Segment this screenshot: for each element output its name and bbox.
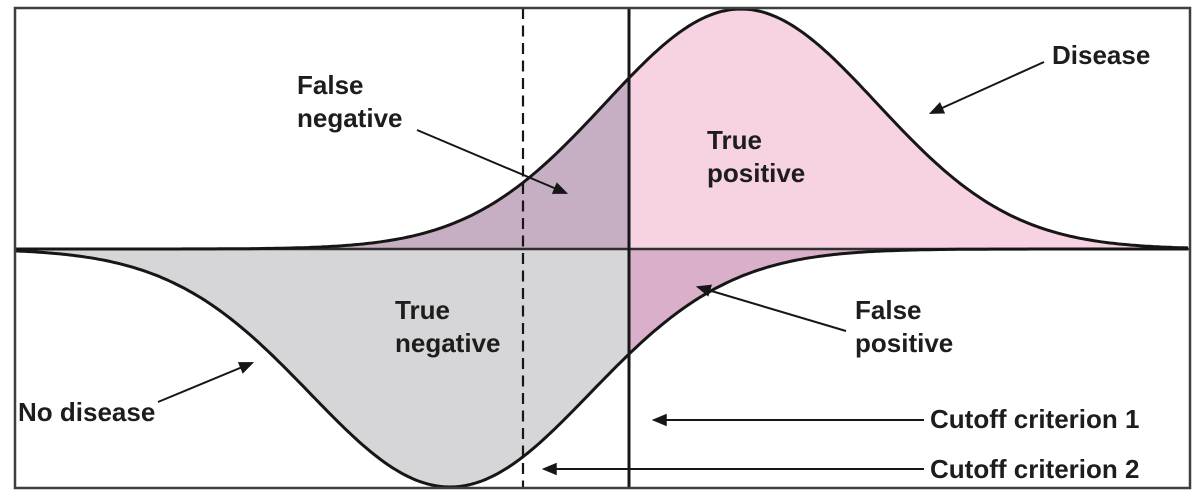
diagram-frame	[13, 6, 1192, 490]
cutoff-criterion-2-label: Cutoff criterion 2	[930, 454, 1140, 484]
false-negative-region	[15, 78, 629, 249]
disease-arrow	[928, 61, 1045, 114]
true-negative-label: True negative	[395, 295, 501, 358]
false-positive-region	[629, 249, 1189, 355]
false-negative-arrow	[416, 129, 569, 194]
false-negative-label: False negative	[297, 70, 403, 133]
cutoff-criterion-1-label: Cutoff criterion 1	[930, 404, 1140, 434]
no-disease-label: No disease	[18, 397, 156, 427]
true-positive-label: True positive	[707, 125, 806, 188]
no-disease-arrow	[157, 362, 255, 403]
disease-label: Disease	[1052, 40, 1151, 70]
disease-curve	[15, 7, 1189, 251]
true-negative-region	[15, 249, 1189, 487]
false-positive-label: False positive	[855, 295, 954, 358]
no-disease-curve	[14, 247, 1188, 489]
false-positive-arrow	[695, 284, 847, 332]
